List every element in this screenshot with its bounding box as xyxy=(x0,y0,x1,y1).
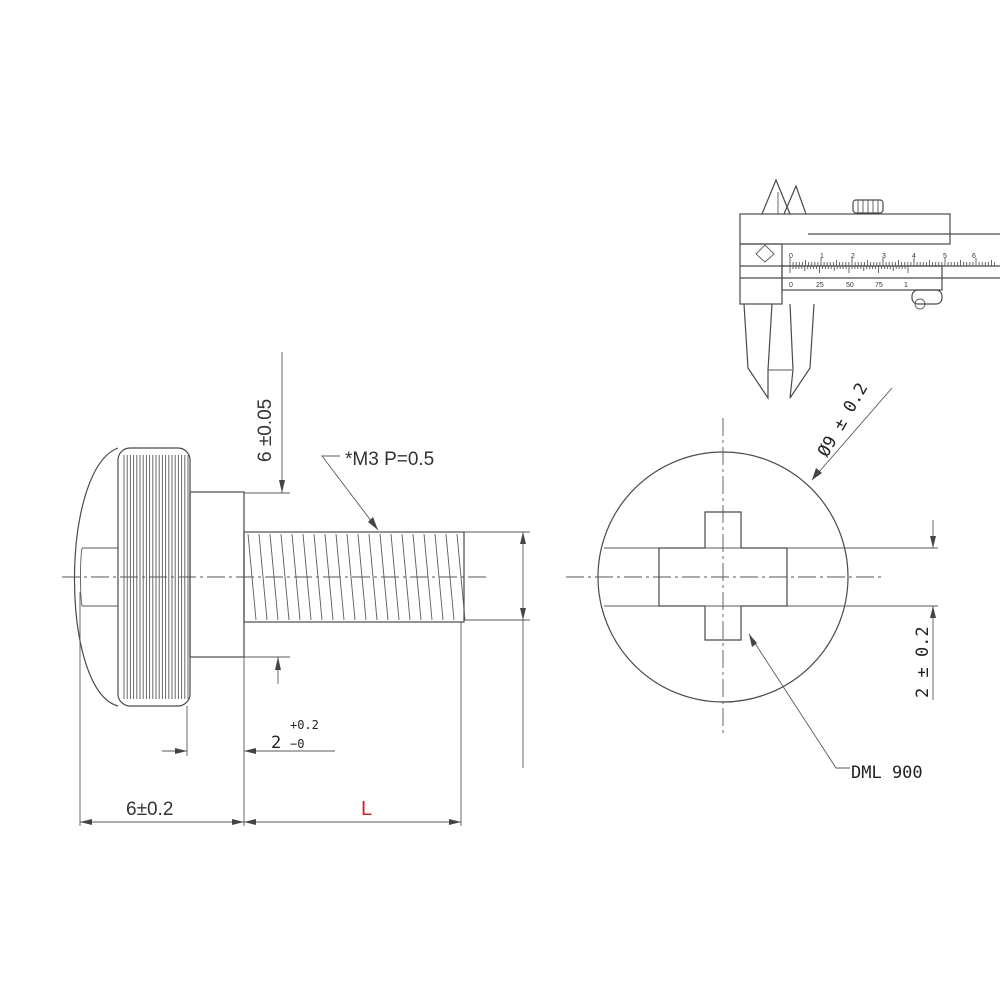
caliper-head xyxy=(739,213,951,245)
thread-spec-label: *M3 P=0.5 xyxy=(345,449,434,470)
drive-label: DML 900 xyxy=(851,763,923,783)
head-width-arrow-right xyxy=(232,819,244,825)
main-scale-number: 4 xyxy=(912,253,916,260)
diameter-leader xyxy=(811,387,893,481)
length-arrow-left xyxy=(244,819,256,825)
knurl-lines xyxy=(123,455,189,699)
thread-leader-line xyxy=(321,455,379,531)
diameter-arrow xyxy=(812,468,822,480)
main-scale-number: 1 xyxy=(820,253,824,260)
thread-crest xyxy=(423,533,433,621)
main-scale-ticks xyxy=(789,258,996,266)
head-height-arrow-bottom xyxy=(275,657,281,670)
dome-head-outline xyxy=(74,447,119,707)
thread-crest xyxy=(390,533,400,621)
main-scale-number: 3 xyxy=(882,253,886,260)
fixed-jaw-body xyxy=(739,243,783,305)
vernier-scale-number: 75 xyxy=(875,282,883,289)
thread-crest xyxy=(335,533,345,621)
main-scale-number: 5 xyxy=(943,253,947,260)
thread-lines xyxy=(247,533,466,621)
thread-crest xyxy=(412,533,422,621)
thread-crest xyxy=(368,533,378,621)
side-view: 6 ±0.05 *M3 P=0.5 2 +0.2 −0 6±0.2 L xyxy=(62,352,530,826)
head-height-arrow-top xyxy=(279,480,285,493)
caliper-illustration: 0 1 2 3 4 5 6 0 25 50 75 1 xyxy=(739,178,1000,400)
main-scale-number: 0 xyxy=(789,253,793,260)
main-scale-number: 6 xyxy=(972,253,976,260)
head-height-label: 6 ±0.05 xyxy=(255,399,276,462)
thread-crest xyxy=(357,533,367,621)
vernier-scale-ticks xyxy=(789,266,909,273)
thread-crest xyxy=(247,533,257,621)
diameter-label: Ø9 ± 0.2 xyxy=(814,380,872,461)
thread-dim-arrow-bottom xyxy=(520,608,526,620)
thread-crest xyxy=(291,533,301,621)
slot-dim-arrow-bottom xyxy=(930,606,936,618)
thread-crest xyxy=(302,533,312,621)
thread-crest xyxy=(324,533,334,621)
head-slot xyxy=(80,547,118,607)
slot-dim-arrow-top xyxy=(930,536,936,548)
thread-crest xyxy=(401,533,411,621)
drive-leader-arrow xyxy=(749,634,757,647)
drive-leader-line xyxy=(748,633,850,769)
shoulder-tol-plus: +0.2 xyxy=(290,718,319,732)
vernier-scale-number: 50 xyxy=(846,282,854,289)
thread-crest xyxy=(445,533,455,621)
brand-logo-icon xyxy=(755,244,775,263)
slot-width-label: 2 ± 0.2 xyxy=(913,626,933,698)
vernier-scale-number: 25 xyxy=(816,282,824,289)
shoulder-tol-minus: −0 xyxy=(290,737,304,751)
upper-jaw-left xyxy=(761,178,791,215)
thread-crest xyxy=(280,533,290,621)
vernier-plate xyxy=(781,265,943,291)
thread-body xyxy=(243,531,465,623)
thread-leader-arrow xyxy=(368,517,378,530)
thread-dim-arrow-top xyxy=(520,532,526,544)
slider-screw xyxy=(914,298,926,310)
length-arrow-right xyxy=(449,819,461,825)
shoulder-dim-label: 2 xyxy=(271,733,281,753)
thread-crest xyxy=(456,533,466,621)
thread-crest xyxy=(258,533,268,621)
head-width-label: 6±0.2 xyxy=(126,799,173,820)
shoulder-dim-arrow-left xyxy=(175,748,187,754)
vernier-scale-number: 1 xyxy=(904,282,908,289)
shoulder-dim-arrow-right xyxy=(244,748,256,754)
shoulder xyxy=(189,491,245,658)
lower-jaw-right xyxy=(789,303,815,399)
slider-knob xyxy=(911,289,943,305)
vernier-scale-number: 0 xyxy=(789,282,793,289)
thread-crest xyxy=(379,533,389,621)
main-scale-number: 2 xyxy=(851,253,855,260)
thread-crest xyxy=(434,533,444,621)
top-view: Ø9 ± 0.2 2 ± 0.2 DML 900 xyxy=(566,380,938,783)
upper-jaw-right xyxy=(783,184,807,215)
lower-jaw-left xyxy=(743,303,773,400)
length-label: L xyxy=(361,798,372,820)
thread-crest xyxy=(313,533,323,621)
thread-crest xyxy=(346,533,356,621)
cross-recess xyxy=(658,511,788,641)
thread-crest xyxy=(269,533,279,621)
head-width-arrow-left xyxy=(80,819,92,825)
